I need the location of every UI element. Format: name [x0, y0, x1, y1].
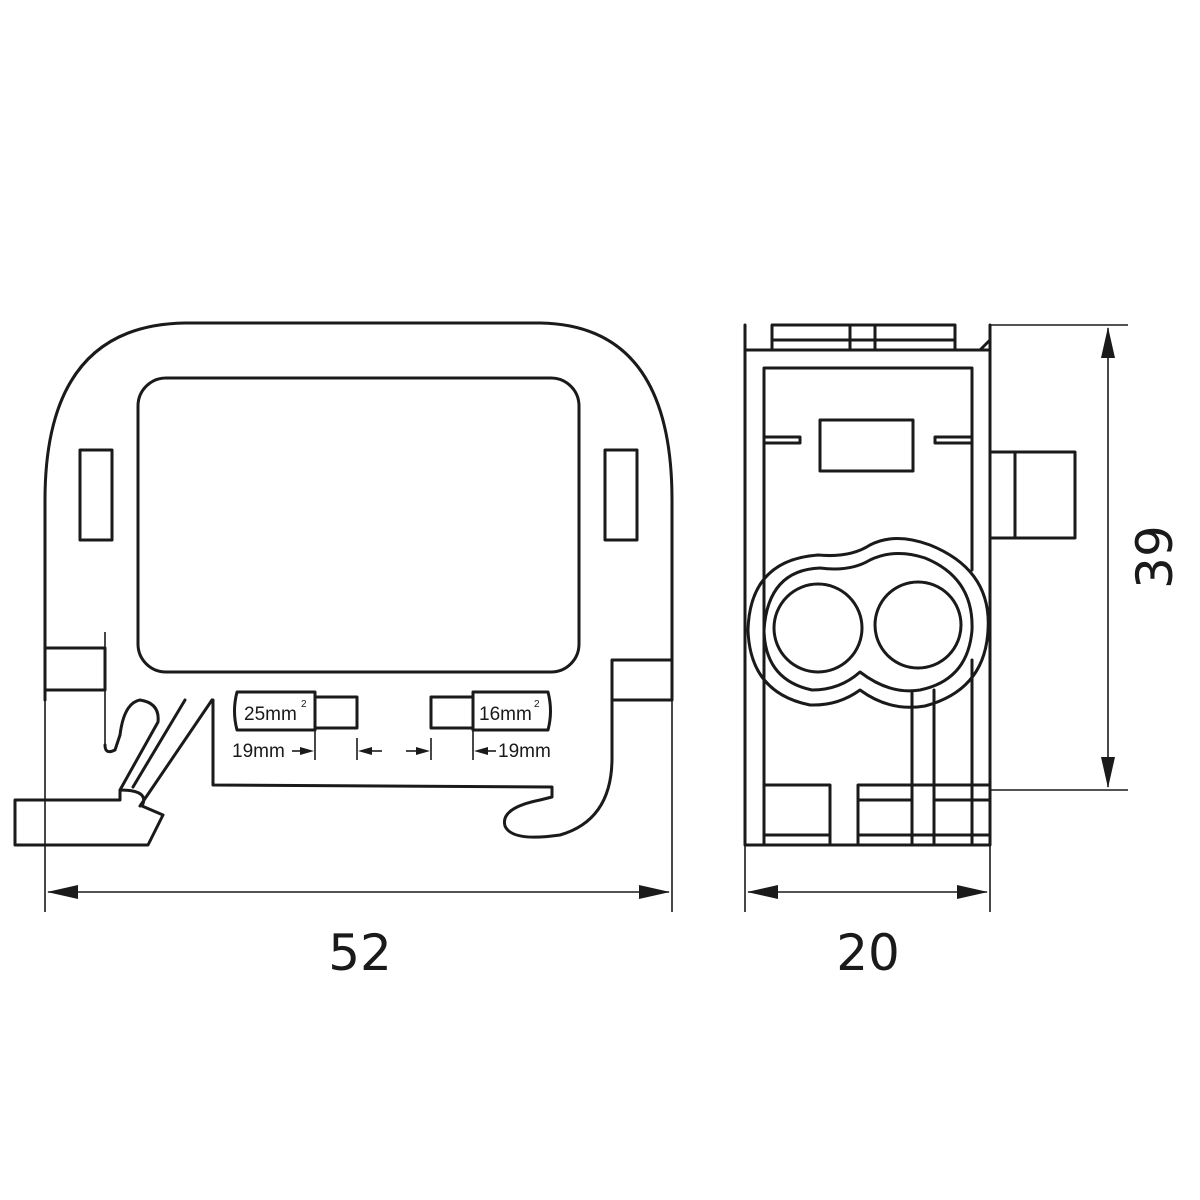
left-ferrule-arrow [358, 747, 372, 755]
dim-20-arrow-right [957, 885, 988, 899]
front-din-clip [13, 698, 214, 847]
side-view [743, 323, 1077, 847]
side-clamp-inner [762, 552, 974, 693]
dim-20-arrow-left [747, 885, 778, 899]
side-body-outline [743, 323, 992, 847]
left-strip-length: 19mm [232, 741, 285, 762]
side-notch-right [933, 435, 974, 445]
right-strip-arrow [474, 747, 488, 755]
side-lug [988, 450, 1077, 540]
front-right-tab [610, 658, 674, 702]
dimension-height: 39 [990, 324, 1184, 791]
right-wire-exp: 2 [534, 699, 540, 710]
side-inner-frame [762, 366, 974, 847]
right-strip-length: 19mm [498, 741, 551, 762]
front-housing-outline [43, 321, 674, 839]
left-strip-arrow [300, 747, 314, 755]
front-view [13, 321, 674, 847]
dim-39-arrow-bottom [1101, 757, 1115, 788]
front-right-slot [603, 448, 639, 542]
side-bottom-block-left [762, 783, 832, 847]
side-bottom-block-right [856, 783, 992, 847]
right-wire-ferrule [429, 695, 475, 730]
side-center-window [818, 418, 915, 473]
front-left-tab [43, 646, 107, 692]
left-wire-label-frame [233, 690, 317, 732]
right-ferrule-arrow [416, 747, 430, 755]
dim-20-value: 20 [836, 924, 900, 982]
right-wire-section: 16mm [479, 704, 532, 725]
dimension-width-front: 52 [44, 700, 673, 982]
side-notch-left [762, 435, 802, 445]
front-latch [131, 698, 187, 789]
left-wire-ferrule [313, 695, 359, 730]
side-screw-rod [910, 688, 936, 847]
left-wire-exp: 2 [301, 699, 307, 710]
dim-39-value: 39 [1126, 525, 1184, 589]
side-clamp-hole-right [873, 580, 963, 670]
front-left-slot [78, 448, 114, 542]
side-top-edge [743, 338, 992, 352]
left-wire-section: 25mm [244, 704, 297, 725]
dimension-width-side: 20 [744, 845, 991, 982]
side-clamp-hole-left [772, 582, 864, 674]
front-left-bracket [103, 733, 122, 754]
dim-52-arrow-right [639, 885, 670, 899]
right-wire-label-frame [471, 690, 552, 732]
side-clamp-outer [746, 537, 990, 709]
dim-52-arrow-left [47, 885, 78, 899]
dim-52-value: 52 [328, 924, 392, 982]
dim-39-arrow-top [1101, 327, 1115, 358]
left-wire-label-group: 25mm 2 19mm [232, 690, 382, 762]
right-wire-label-group: 16mm 2 19mm [406, 690, 552, 762]
front-label-window [136, 376, 581, 674]
side-top-cap [743, 323, 992, 352]
